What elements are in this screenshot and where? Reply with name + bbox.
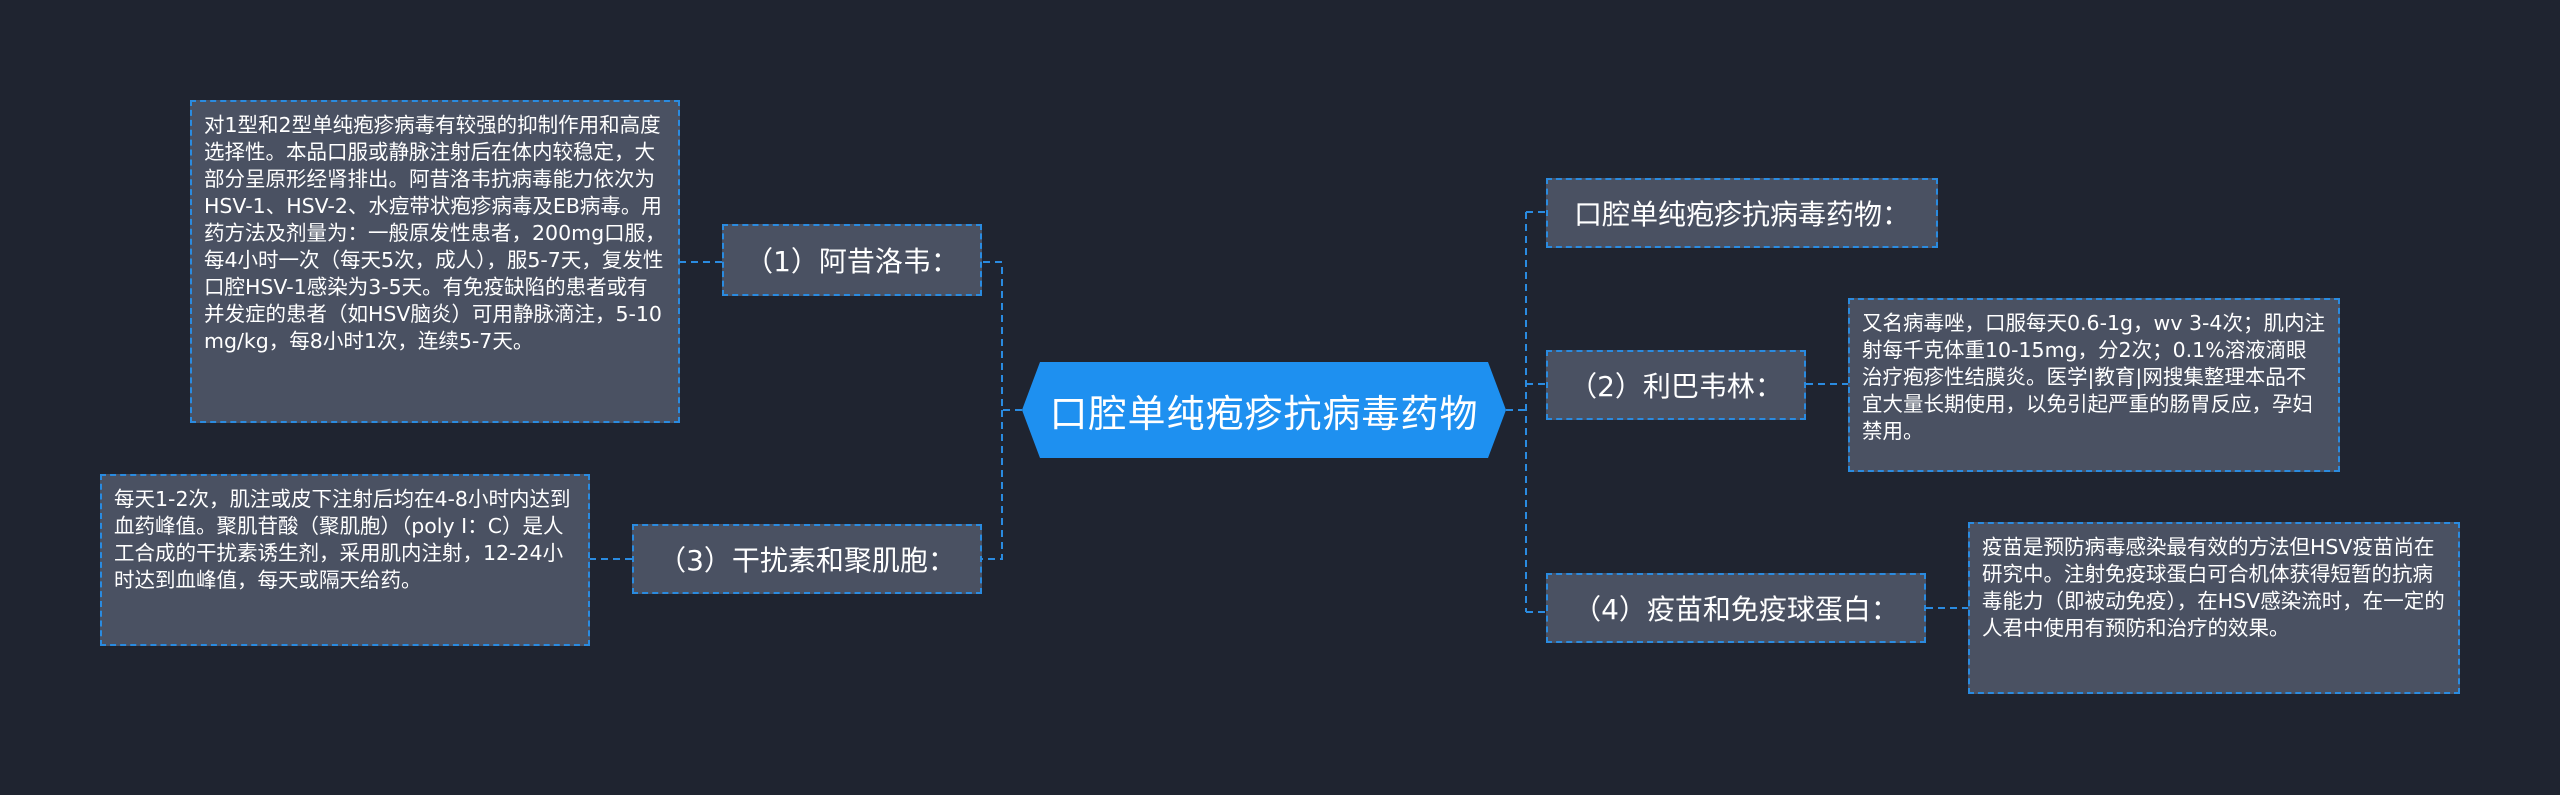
branch-interferon[interactable]: （3）干扰素和聚肌胞：: [632, 524, 982, 594]
connector-left-trunk: [982, 261, 1022, 560]
center-topic[interactable]: 口腔单纯疱疹抗病毒药物: [1022, 362, 1506, 458]
branch-acyclovir-label: （1）阿昔洛韦：: [745, 245, 959, 278]
leaf-vaccine-text: 疫苗是预防病毒感染最有效的方法但HSV疫苗尚在研究中。注射免疫球蛋白可合机体获得…: [1982, 535, 2445, 640]
branch-interferon-label: （3）干扰素和聚肌胞：: [658, 544, 956, 577]
leaf-acyclovir-text: 对1型和2型单纯疱疹病毒有较强的抑制作用和高度选择性。本品口服或静脉注射后在体内…: [204, 113, 666, 353]
branch-ribavirin-label: （2）利巴韦林：: [1569, 370, 1783, 403]
branch-acyclovir[interactable]: （1）阿昔洛韦：: [722, 224, 982, 296]
leaf-ribavirin-detail[interactable]: 又名病毒唑，口服每天0.6-1g，wv 3-4次；肌内注射每千克体重10-15m…: [1848, 298, 2340, 472]
branch-vaccine-label: （4）疫苗和免疫球蛋白：: [1573, 593, 1899, 626]
center-topic-title: 口腔单纯疱疹抗病毒药物: [1049, 391, 1479, 436]
branch-overview-label: 口腔单纯疱疹抗病毒药物：: [1573, 198, 1910, 231]
connector-right-trunk: [1506, 211, 1546, 613]
leaf-vaccine-detail[interactable]: 疫苗是预防病毒感染最有效的方法但HSV疫苗尚在研究中。注射免疫球蛋白可合机体获得…: [1968, 522, 2460, 694]
leaf-interferon-text: 每天1-2次，肌注或皮下注射后均在4-8小时内达到血药峰值。聚肌苷酸（聚肌胞）（…: [114, 487, 571, 592]
branch-ribavirin[interactable]: （2）利巴韦林：: [1546, 350, 1806, 420]
branch-overview[interactable]: 口腔单纯疱疹抗病毒药物：: [1546, 178, 1938, 248]
leaf-acyclovir-detail[interactable]: 对1型和2型单纯疱疹病毒有较强的抑制作用和高度选择性。本品口服或静脉注射后在体内…: [190, 100, 680, 423]
leaf-ribavirin-text: 又名病毒唑，口服每天0.6-1g，wv 3-4次；肌内注射每千克体重10-15m…: [1862, 311, 2325, 443]
branch-vaccine[interactable]: （4）疫苗和免疫球蛋白：: [1546, 573, 1926, 643]
leaf-interferon-detail[interactable]: 每天1-2次，肌注或皮下注射后均在4-8小时内达到血药峰值。聚肌苷酸（聚肌胞）（…: [100, 474, 590, 646]
